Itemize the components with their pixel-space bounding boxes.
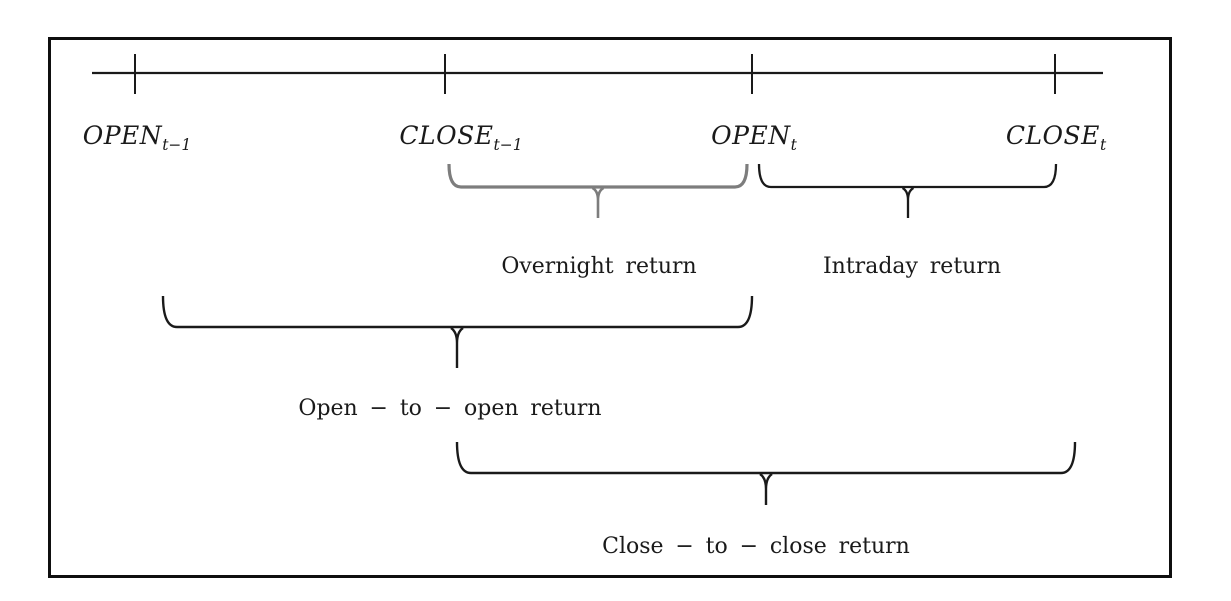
label-close-prev: CLOSEt−1	[399, 121, 522, 154]
label-close-curr: CLOSEt	[1006, 121, 1106, 154]
overnight-return-brace	[447, 163, 749, 218]
close-to-close-return-brace	[455, 441, 1077, 505]
open-to-open-return-label: Open − to − open return	[298, 396, 602, 421]
label-open-prev-sub: t−1	[162, 136, 192, 154]
label-open-curr-base: OPEN	[711, 121, 791, 150]
intraday-return-label: Intraday return	[822, 254, 1002, 279]
label-close-prev-base: CLOSE	[399, 121, 494, 150]
label-open-prev-base: OPEN	[82, 121, 163, 150]
label-open-curr-sub: t	[790, 136, 797, 154]
diagram-frame	[48, 37, 1172, 578]
label-open-prev: OPENt−1	[83, 121, 192, 154]
open-to-open-return-brace	[161, 295, 754, 368]
intraday-return-brace	[757, 163, 1058, 218]
label-close-curr-base: CLOSE	[1005, 121, 1100, 150]
label-open-curr: OPENt	[711, 121, 797, 154]
close-to-close-return-label: Close − to − close return	[602, 534, 910, 559]
overnight-return-label: Overnight return	[501, 254, 697, 279]
label-close-curr-sub: t	[1099, 136, 1107, 154]
label-close-prev-sub: t−1	[493, 136, 523, 154]
